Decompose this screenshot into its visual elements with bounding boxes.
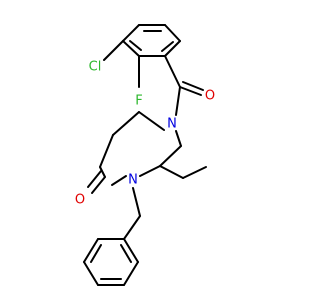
- chemical-structure-diagram: Cl F O N N O: [75, 24, 215, 286]
- ch2-phenyl-bond: [123, 215, 141, 240]
- ring-b-bond: [99, 134, 114, 168]
- ring-b-bond: [175, 130, 182, 147]
- carbonyl-double-bond: [182, 81, 204, 91]
- c-cl-bond: [103, 40, 124, 61]
- aryl-carbonyl-bond: [164, 55, 181, 88]
- ring-a-bond: [122, 24, 140, 42]
- amide-nitrogen-top-label: N: [167, 117, 177, 132]
- ring-c-bond: [123, 238, 139, 263]
- ring-b-bond: [112, 111, 140, 136]
- fluorine-atom-label: F: [135, 94, 142, 109]
- ring-b-bond: [111, 175, 127, 186]
- carbonyl-oxygen-label: O: [205, 89, 215, 104]
- chlorine-atom-label: Cl: [89, 60, 102, 75]
- ring-a-double-bond: [129, 40, 142, 51]
- carbonyl-double-bond: [179, 86, 202, 96]
- lactam-oxygen-label: O: [75, 193, 85, 208]
- ring-c-bond: [83, 261, 99, 286]
- ring-c-bond: [123, 261, 139, 286]
- ethyl-bond: [159, 165, 184, 179]
- ring-c-bond: [83, 238, 99, 263]
- ring-a-bond: [164, 24, 181, 42]
- carbonyl-n-bond: [175, 86, 181, 116]
- ring-b-bond: [139, 165, 161, 177]
- lactam-double-bond: [87, 170, 102, 188]
- ring-b-bond: [138, 111, 165, 131]
- ring-a-bond: [164, 40, 181, 57]
- ring-b-bond: [99, 166, 106, 178]
- amide-nitrogen-bottom-label: N: [128, 173, 138, 188]
- molecule-canvas: Cl F O N N O: [74, 24, 216, 286]
- ring-c-double-bond: [120, 244, 132, 263]
- ring-a-double-bond: [161, 41, 174, 52]
- ring-c-double-bond: [90, 244, 102, 263]
- atom-label-layer: Cl F O N N O: [75, 60, 215, 208]
- ring-a-bond: [122, 40, 140, 57]
- lactam-double-bond: [91, 176, 106, 194]
- ring-b-bond: [159, 145, 182, 167]
- n-ch2-bond: [132, 187, 141, 217]
- bond-layer: [83, 24, 207, 286]
- ethyl-bond: [182, 166, 207, 179]
